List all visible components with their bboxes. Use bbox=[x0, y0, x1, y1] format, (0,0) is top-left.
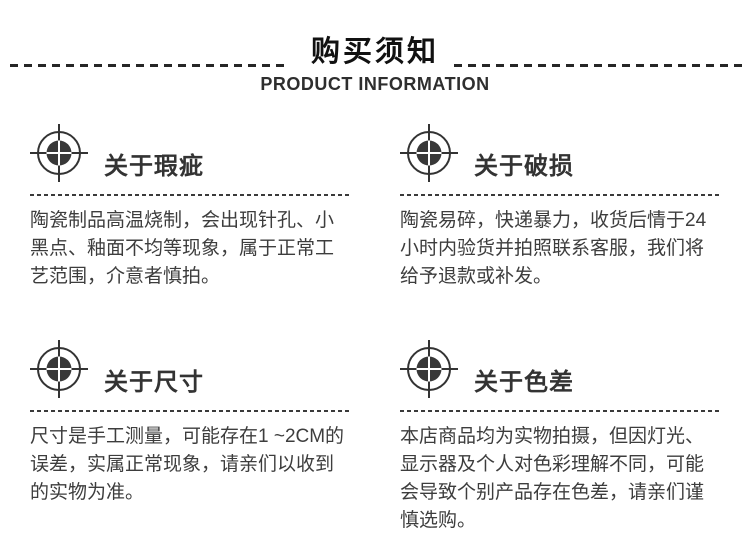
section-body-text: 本店商品均为实物拍摄，但因灯光、显示器及个人对色彩理解不同，可能会导致个别产品存… bbox=[400, 426, 705, 531]
target-crosshair-icon bbox=[30, 340, 88, 398]
section-flaws: 关于瑕疵 陶瓷制品高温烧制，会出现针孔、小黑点、釉面不均等现象，属于正常工艺范围… bbox=[30, 120, 350, 291]
target-crosshair-icon bbox=[30, 124, 88, 182]
header-dashed-line-left bbox=[10, 64, 286, 67]
section-header: 关于色差 bbox=[400, 336, 720, 398]
section-header: 关于瑕疵 bbox=[30, 120, 350, 182]
section-body-text: 陶瓷易碎，快递暴力，收货后情于24小时内验货并拍照联系客服，我们将给予退款或补发… bbox=[400, 210, 707, 287]
section-size: 关于尺寸 尺寸是手工测量，可能存在1 ~2CM的误差，实属正常现象，请亲们以收到… bbox=[30, 336, 350, 507]
section-body-text: 尺寸是手工测量，可能存在1 ~2CM的误差，实属正常现象，请亲们以收到的实物为准… bbox=[30, 426, 345, 503]
section-body-text: 陶瓷制品高温烧制，会出现针孔、小黑点、釉面不均等现象，属于正常工艺范围，介意者慎… bbox=[30, 210, 335, 287]
section-title: 关于瑕疵 bbox=[104, 153, 204, 180]
page-title: 购买须知 bbox=[310, 36, 439, 68]
target-crosshair-icon bbox=[400, 340, 458, 398]
section-dashed-divider bbox=[400, 194, 720, 196]
section-title: 关于尺寸 bbox=[104, 369, 204, 396]
target-crosshair-icon bbox=[400, 124, 458, 182]
section-header: 关于尺寸 bbox=[30, 336, 350, 398]
section-dashed-divider bbox=[30, 194, 350, 196]
section-dashed-divider bbox=[400, 410, 720, 412]
section-title: 关于色差 bbox=[474, 369, 574, 396]
section-title: 关于破损 bbox=[474, 153, 574, 180]
section-header: 关于破损 bbox=[400, 120, 720, 182]
section-dashed-divider bbox=[30, 410, 350, 412]
page-subtitle: PRODUCT INFORMATION bbox=[260, 74, 490, 94]
header-dashed-line-right bbox=[454, 64, 742, 67]
section-color-difference: 关于色差 本店商品均为实物拍摄，但因灯光、显示器及个人对色彩理解不同，可能会导致… bbox=[400, 336, 720, 535]
section-damage: 关于破损 陶瓷易碎，快递暴力，收货后情于24小时内验货并拍照联系客服，我们将给予… bbox=[400, 120, 720, 291]
